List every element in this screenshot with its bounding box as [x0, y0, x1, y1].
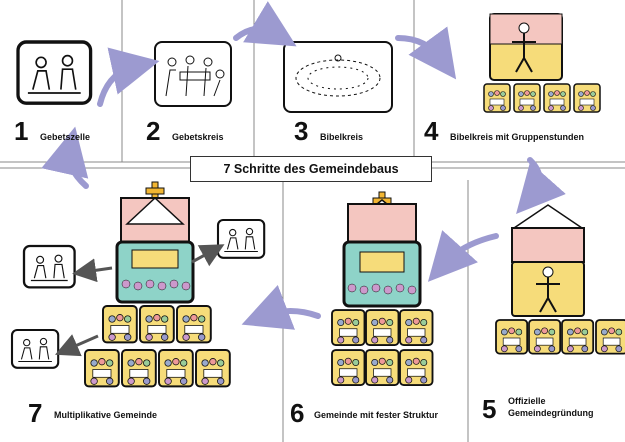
- step-6-label: Gemeinde mit fester Struktur: [314, 410, 439, 420]
- step-3-number: 3: [294, 116, 309, 146]
- step-5-number: 5: [482, 394, 497, 424]
- step-4-number: 4: [424, 116, 439, 146]
- step-2-label: Gebetskreis: [172, 132, 224, 142]
- step-3-label: Bibelkreis: [320, 132, 364, 142]
- diagram-title: 7 Schritte des Gemeindebaus: [190, 156, 432, 182]
- step-6-number: 6: [290, 398, 305, 428]
- step-1-label: Gebetszelle: [40, 132, 91, 142]
- flow-arrows: [41, 1, 566, 330]
- step-6-illustration: [331, 191, 434, 386]
- step-7-illustration: [10, 181, 266, 388]
- step-5-label-line2: Gemeindegründung: [508, 408, 594, 418]
- step-3-illustration: [283, 41, 393, 113]
- step-5-illustration: [495, 204, 625, 355]
- step-5-label-line1: Offizielle: [508, 396, 546, 406]
- step-1-illustration: [16, 40, 93, 105]
- step-2-illustration: [154, 41, 232, 107]
- step-4-label: Bibelkreis mit Gruppenstunden: [450, 132, 585, 142]
- step-1-number: 1: [14, 116, 29, 146]
- step-7-number: 7: [28, 398, 43, 428]
- step-2-number: 2: [146, 116, 161, 146]
- step-7-label: Multiplikative Gemeinde: [54, 410, 158, 420]
- step-4-illustration: [483, 13, 601, 113]
